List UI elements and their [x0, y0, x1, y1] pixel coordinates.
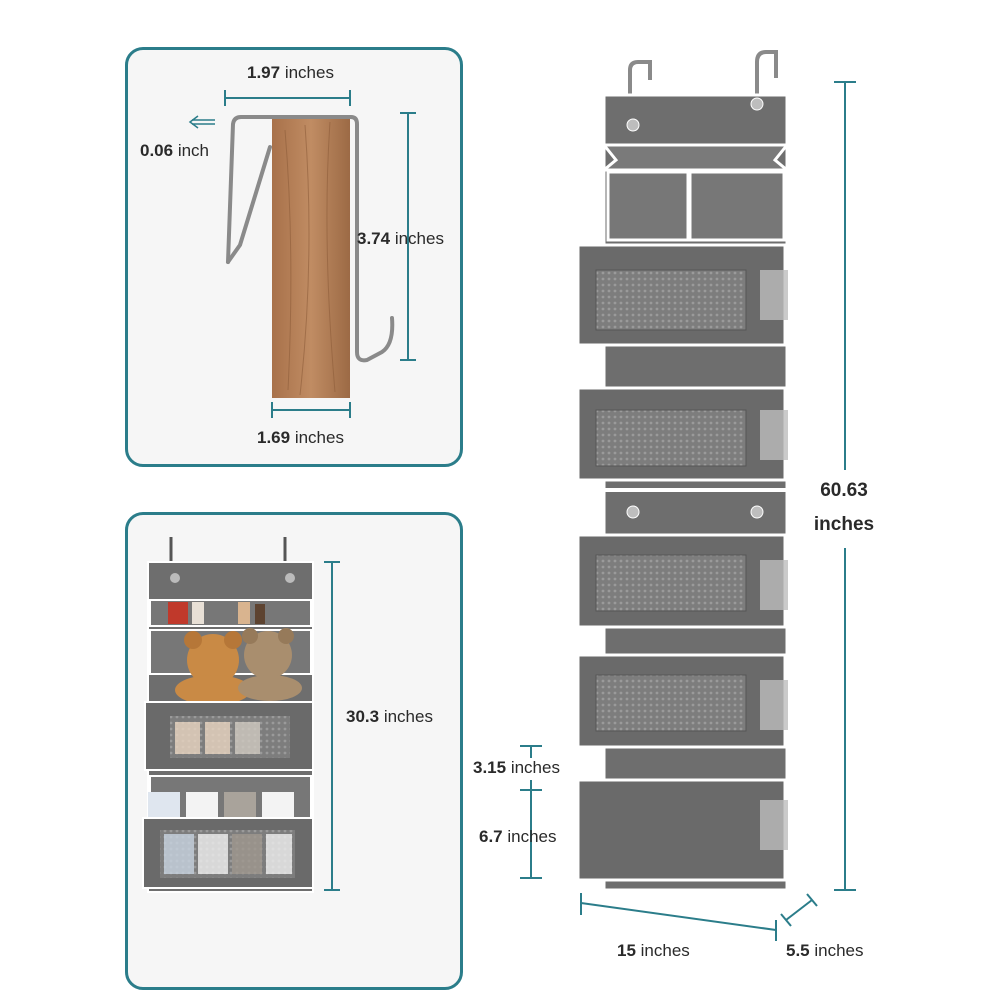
- door-wood-section: [272, 118, 350, 398]
- organizer-width-label: 15 inches: [617, 941, 690, 960]
- pocket-height-label: 6.7 inches: [479, 827, 557, 846]
- hook-width-label: 1.97 inches: [247, 63, 334, 82]
- usage-organizer: [142, 537, 314, 893]
- organizer-depth-label: 5.5 inches: [786, 941, 864, 960]
- hook-height-label: 3.74 inches: [357, 229, 444, 248]
- pocket-gap-label: 3.15 inches: [473, 758, 560, 777]
- hook-dimension-lines: [224, 90, 416, 418]
- door-thickness-label: 1.69 inches: [257, 428, 344, 447]
- total-height-label: 60.63 inches: [813, 480, 875, 535]
- hook-thickness-label: 0.06 inch: [140, 141, 210, 160]
- main-organizer: [576, 50, 792, 892]
- usage-dimension-line: [324, 561, 340, 891]
- hook-wire: [226, 115, 395, 363]
- usage-height-label: 30.3 inches: [346, 707, 433, 726]
- thickness-arrow-icon: [188, 115, 215, 129]
- organizer-dimension-lines: [520, 81, 856, 941]
